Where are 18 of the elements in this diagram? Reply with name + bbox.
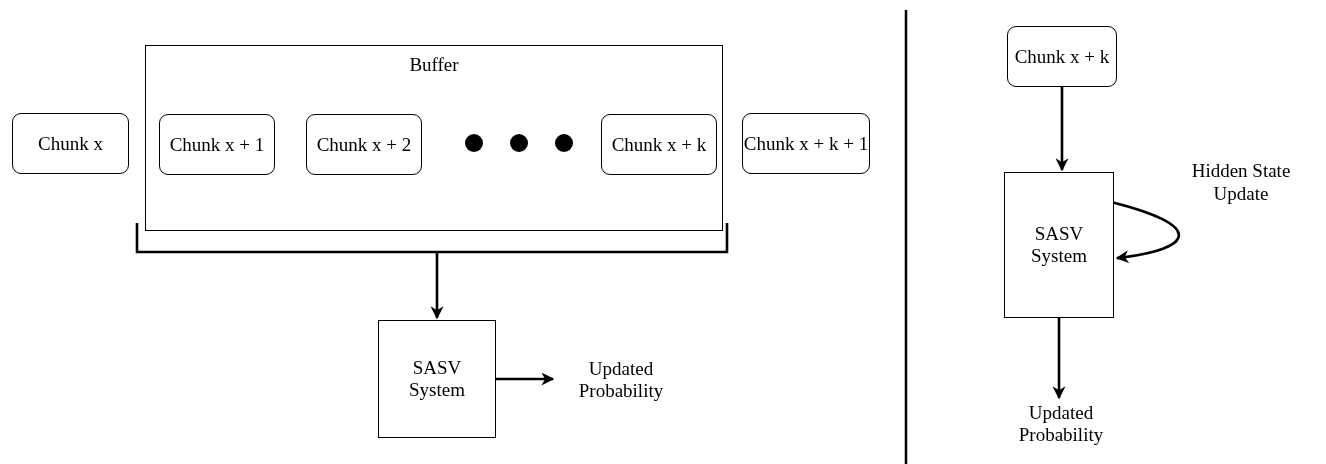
arrow <box>496 372 555 386</box>
chunk-box: Chunk x + k + 1 <box>742 113 870 174</box>
arrow <box>1055 87 1069 172</box>
chunk-box: Chunk x + k <box>601 114 717 175</box>
chunk-box: Chunk x <box>12 113 129 174</box>
system-box: SASV System <box>378 320 496 438</box>
loop-arrow <box>1113 201 1181 263</box>
system-box: SASV System <box>1004 172 1114 318</box>
bracket-arrow <box>135 221 729 320</box>
chunk-box: Chunk x + k <box>1007 26 1117 87</box>
arrow <box>1052 318 1066 400</box>
buffer-box <box>145 45 723 231</box>
chunk-box: Chunk x + 2 <box>306 114 422 175</box>
buffer-title: Buffer <box>409 54 459 76</box>
output-text: Updated Probability <box>996 400 1126 448</box>
edge-label: Hidden State Update <box>1190 160 1292 206</box>
chunk-box: Chunk x + 1 <box>159 114 275 175</box>
output-text: Updated Probability <box>556 356 686 404</box>
